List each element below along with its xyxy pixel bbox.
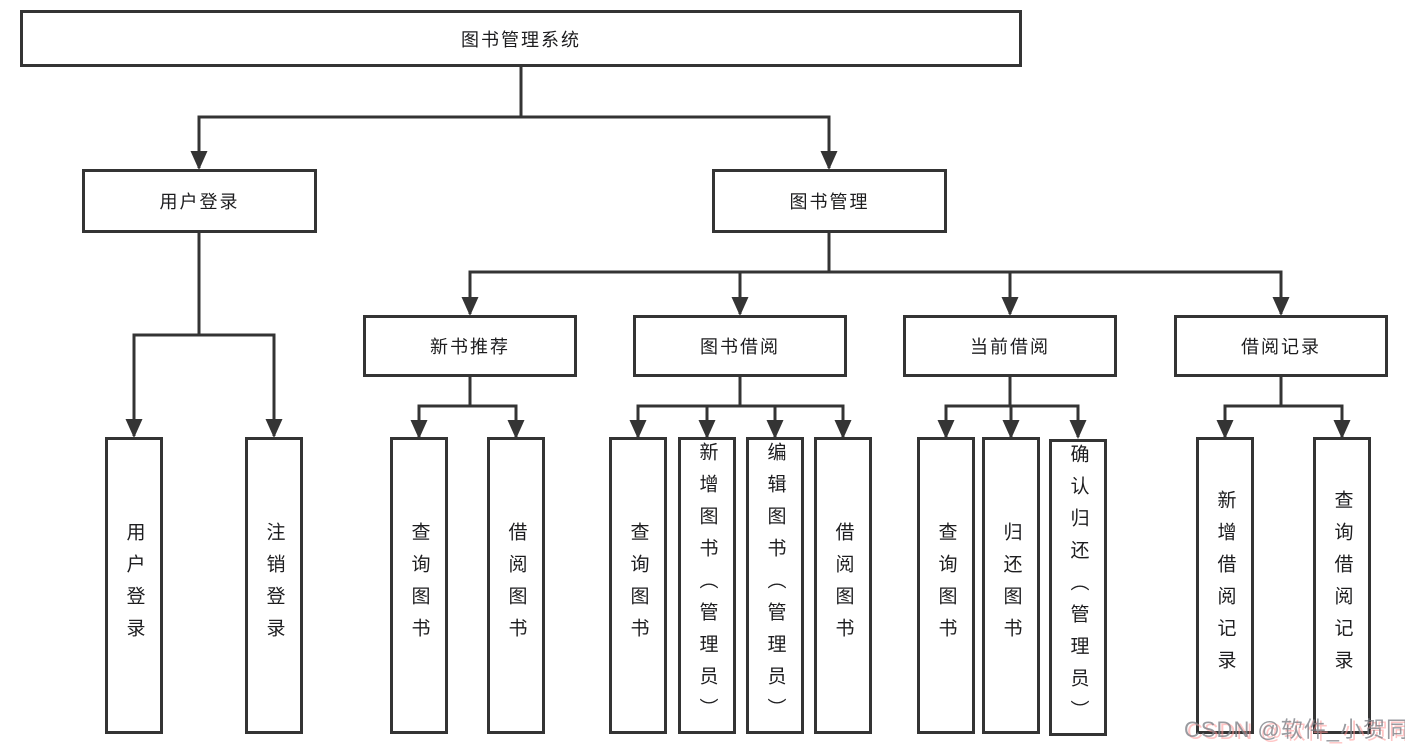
node-new-book-recommend-label: 新书推荐 — [430, 337, 510, 357]
arrow-down-icon — [507, 420, 525, 439]
node-borrow-record-label: 借阅记录 — [1241, 337, 1321, 357]
leaf-user-login-label: 用户登录 — [123, 521, 145, 650]
leaf-borrow-edit-admin-label: 编辑图书（管理员） — [764, 441, 786, 730]
leaf-borrow-query-label: 查询图书 — [627, 521, 649, 650]
arrow-down-icon — [461, 297, 479, 316]
leaf-borrow-book: 借阅图书 — [814, 437, 872, 734]
leaf-logout-label: 注销登录 — [263, 521, 285, 650]
node-current-borrow: 当前借阅 — [903, 315, 1117, 377]
leaf-newbook-query: 查询图书 — [390, 437, 448, 734]
leaf-newbook-query-label: 查询图书 — [408, 521, 430, 650]
leaf-newbook-borrow-label: 借阅图书 — [505, 521, 527, 650]
node-new-book-recommend: 新书推荐 — [363, 315, 577, 377]
connector-user-login — [132, 232, 276, 436]
node-current-borrow-label: 当前借阅 — [970, 337, 1050, 357]
arrow-down-icon — [629, 420, 647, 439]
node-borrow-record: 借阅记录 — [1174, 315, 1388, 377]
arrow-down-icon — [1069, 420, 1087, 439]
connector-borrow-record — [1223, 376, 1344, 437]
arrow-down-icon — [820, 151, 838, 170]
leaf-logout: 注销登录 — [245, 437, 303, 734]
node-book-mgmt: 图书管理 — [712, 169, 947, 233]
arrow-down-icon — [410, 420, 428, 439]
leaf-borrow-edit-admin: 编辑图书（管理员） — [746, 437, 804, 734]
leaf-newbook-borrow: 借阅图书 — [487, 437, 545, 734]
leaf-user-login: 用户登录 — [105, 437, 163, 734]
arrow-down-icon — [265, 419, 283, 438]
leaf-record-add: 新增借阅记录 — [1196, 437, 1254, 734]
arrow-down-icon — [731, 297, 749, 316]
leaf-record-query: 查询借阅记录 — [1313, 437, 1371, 734]
connector-book-borrow — [636, 376, 845, 437]
arrow-down-icon — [1002, 420, 1020, 439]
leaf-confirm-return-admin-label: 确认归还（管理员） — [1067, 443, 1089, 732]
leaf-borrow-add-admin: 新增图书（管理员） — [678, 437, 736, 734]
arrow-down-icon — [1333, 420, 1351, 439]
arrow-down-icon — [1216, 420, 1234, 439]
leaf-borrow-add-admin-label: 新增图书（管理员） — [696, 441, 718, 730]
leaf-current-query-label: 查询图书 — [935, 521, 957, 650]
node-user-login-label: 用户登录 — [159, 192, 240, 212]
leaf-borrow-book-label: 借阅图书 — [832, 521, 854, 650]
arrow-down-icon — [1272, 297, 1290, 316]
leaf-confirm-return-admin: 确认归还（管理员） — [1049, 439, 1107, 736]
arrow-down-icon — [766, 420, 784, 439]
leaf-record-query-label: 查询借阅记录 — [1331, 489, 1353, 682]
node-root: 图书管理系统 — [20, 10, 1022, 67]
connector-book-mgmt — [468, 232, 1283, 314]
node-book-mgmt-label: 图书管理 — [789, 192, 870, 212]
node-user-login: 用户登录 — [82, 169, 317, 233]
connector-new-book — [417, 376, 518, 437]
arrow-down-icon — [125, 419, 143, 438]
leaf-borrow-query: 查询图书 — [609, 437, 667, 734]
connector-root — [197, 66, 831, 168]
arrow-down-icon — [698, 420, 716, 439]
leaf-return-book-label: 归还图书 — [1000, 521, 1022, 650]
leaf-return-book: 归还图书 — [982, 437, 1040, 734]
arrow-down-icon — [937, 420, 955, 439]
arrow-down-icon — [834, 420, 852, 439]
node-book-borrow: 图书借阅 — [633, 315, 847, 377]
node-root-label: 图书管理系统 — [461, 29, 581, 50]
leaf-record-add-label: 新增借阅记录 — [1214, 489, 1236, 682]
node-book-borrow-label: 图书借阅 — [700, 337, 780, 357]
arrow-down-icon — [1001, 297, 1019, 316]
arrow-down-icon — [190, 151, 208, 170]
leaf-current-query: 查询图书 — [917, 437, 975, 734]
arrowheads — [125, 151, 1351, 439]
